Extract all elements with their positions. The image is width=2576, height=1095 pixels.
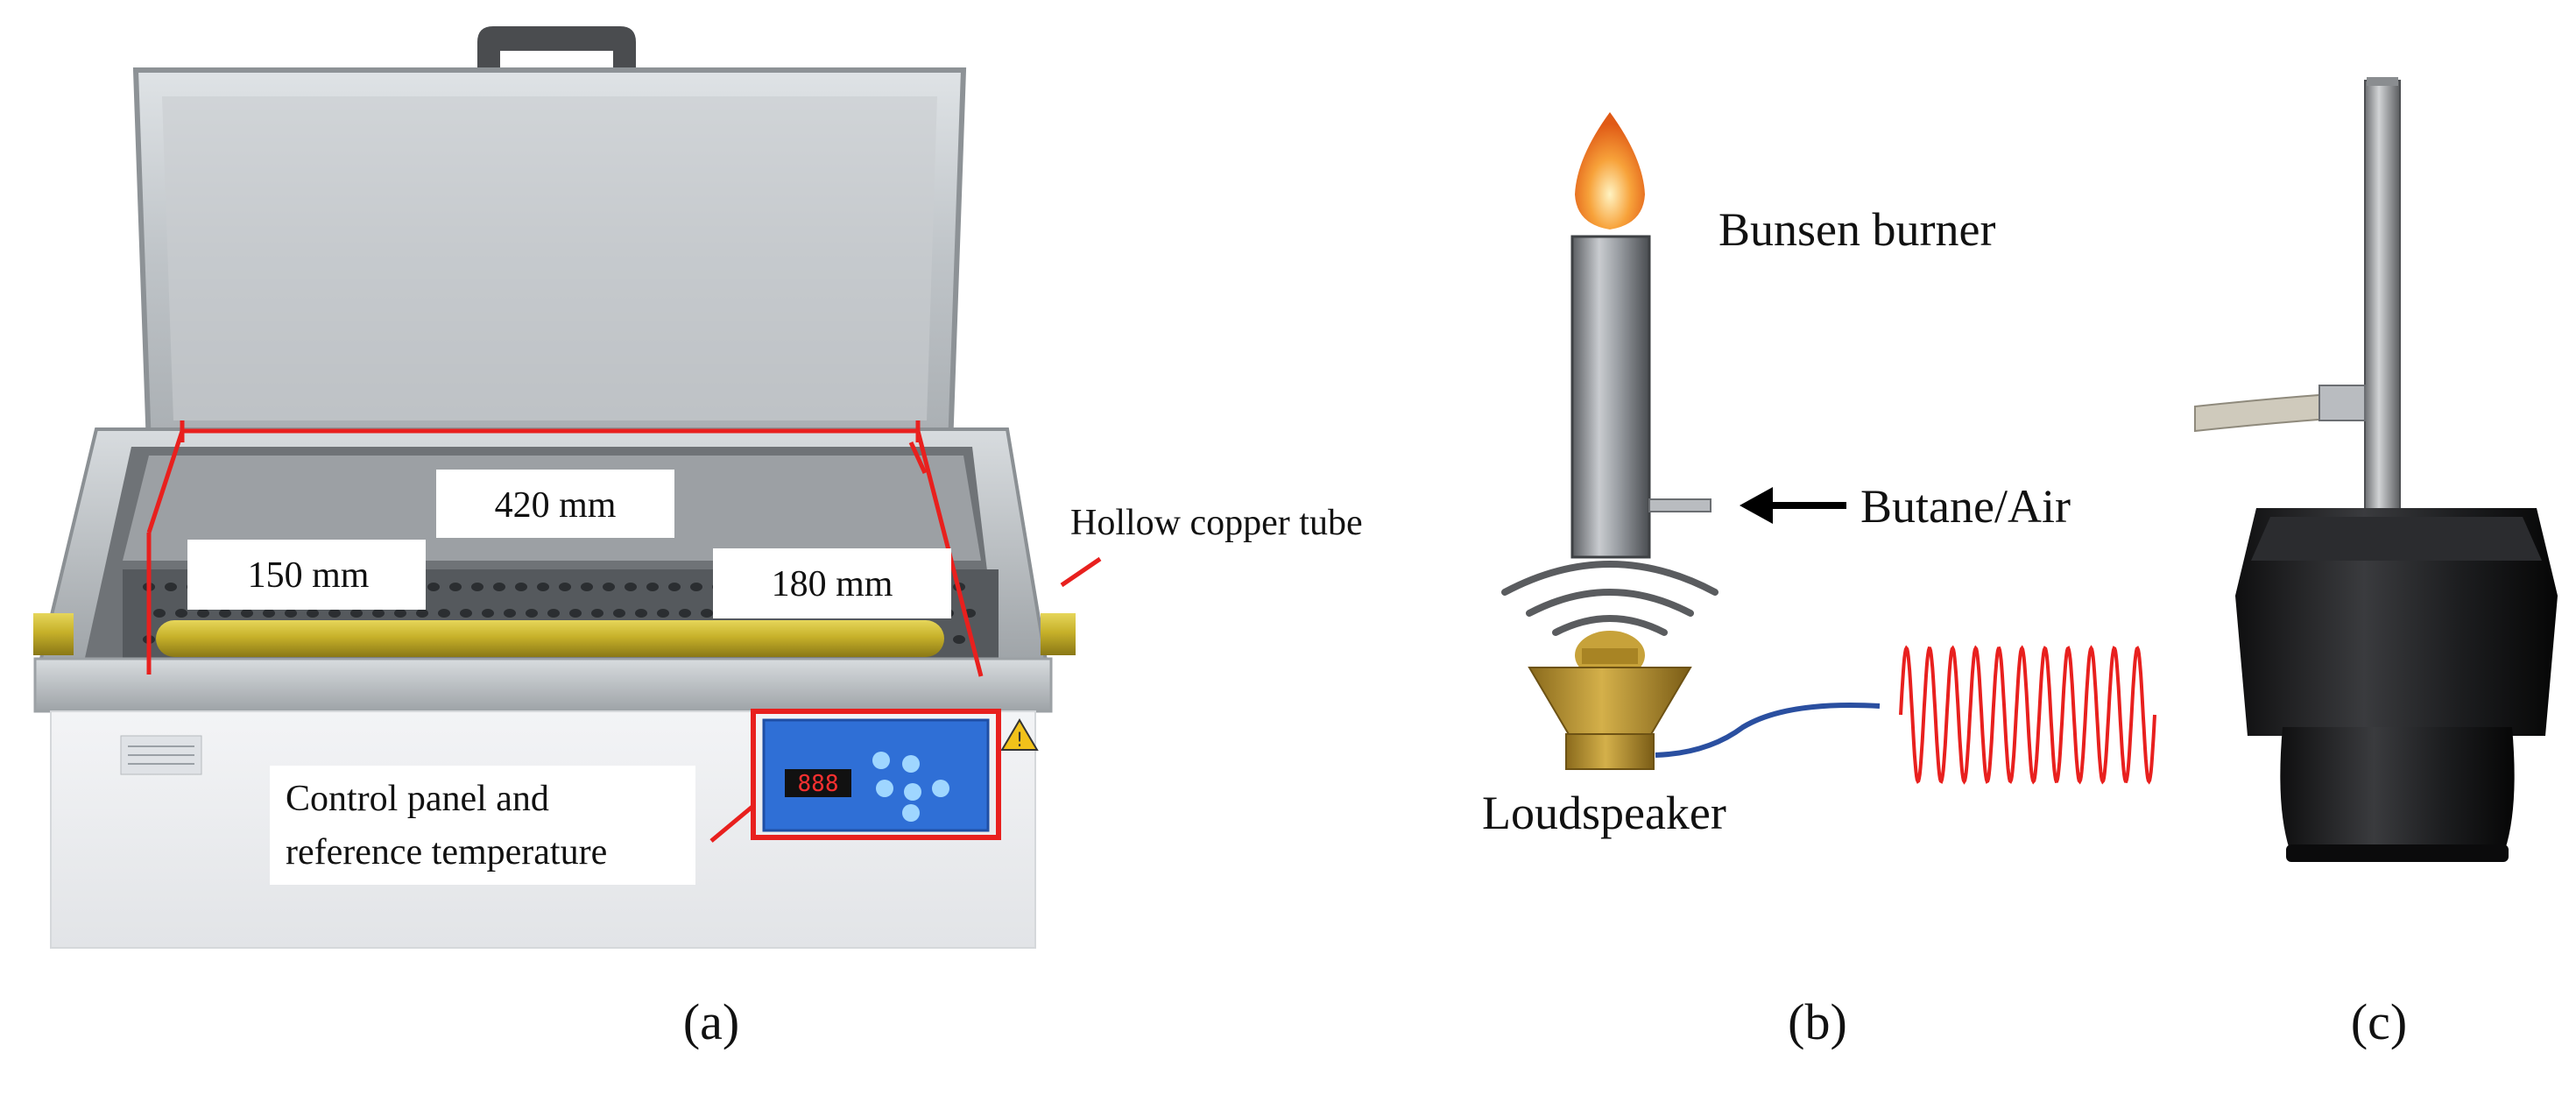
tray-hole [559, 583, 571, 591]
tray-hole [482, 609, 494, 618]
tray-hole [657, 609, 669, 618]
tray-hole [581, 583, 593, 591]
tray-hole [701, 609, 713, 618]
dim-180-label: 180 mm [772, 564, 893, 604]
warning-icon [1000, 718, 1039, 751]
tray-hole [547, 609, 560, 618]
dim-180-box [713, 548, 951, 618]
tray-hole [197, 609, 209, 618]
tray-hole [175, 609, 187, 618]
tray-hole [460, 609, 472, 618]
bath-front-lip [33, 657, 1053, 713]
tray-hole [953, 635, 965, 644]
tray-hole [241, 609, 253, 618]
tray-hole [690, 583, 702, 591]
dim-150-label: 150 mm [248, 555, 370, 596]
lid-handle-icon [477, 26, 636, 81]
tray-hole [635, 609, 647, 618]
sound-waves-icon [1501, 561, 1719, 636]
tray-hole [668, 583, 681, 591]
dim-420-box [436, 470, 674, 538]
metal-tube [2364, 80, 2401, 572]
tray-hole [350, 609, 363, 618]
tray-hole [153, 609, 166, 618]
tray-hole [603, 583, 615, 591]
control-panel-display: 888 [798, 771, 839, 797]
tray-hole [427, 583, 440, 591]
gas-inlet [1648, 498, 1711, 512]
tray-hole [307, 609, 319, 618]
tray-hole [646, 583, 659, 591]
svg-text:!: ! [1016, 730, 1024, 752]
hose-fitting [2318, 385, 2366, 421]
tray-hole [493, 583, 505, 591]
control-label-line2: reference temperature [286, 832, 607, 872]
tube-label: Hollow copper tube [1070, 503, 1363, 543]
panel-a-water-bath: ! 888 [33, 26, 1363, 1050]
gas-label: Butane/Air [1860, 480, 2071, 533]
gas-arrow-icon [1740, 487, 1846, 524]
tray-hole [515, 583, 527, 591]
hollow-copper-tube [33, 613, 1076, 657]
speaker-cable [1655, 703, 1881, 758]
panel-c-photo: (c) [2194, 77, 2558, 1050]
tray-hole [438, 609, 450, 618]
tray-hole [613, 609, 625, 618]
caption-a: (a) [683, 993, 739, 1050]
tray-hole [679, 609, 691, 618]
speaker-housing-bottom [2280, 727, 2515, 850]
tray-hole [449, 583, 462, 591]
burner-label: Bunsen burner [1719, 203, 1995, 256]
tray-hole [416, 609, 428, 618]
speaker-label: Loudspeaker [1482, 787, 1726, 839]
control-panel-highlight [751, 709, 1001, 840]
tray-hole [537, 583, 549, 591]
burner-tube [1570, 235, 1651, 559]
signal-wave [1899, 645, 2156, 785]
tray-hole [219, 609, 231, 618]
tray-hole [328, 609, 341, 618]
flame-icon [1575, 112, 1645, 230]
loudspeaker-icon [1528, 631, 1692, 770]
tray-hole [625, 583, 637, 591]
tray-hole [372, 609, 385, 618]
dim-420-label: 420 mm [495, 485, 617, 526]
tray-hole [504, 609, 516, 618]
tray-hole [165, 583, 177, 591]
tray-hole [285, 609, 297, 618]
control-label-box [270, 766, 695, 885]
tray-hole [263, 609, 275, 618]
tray-hole [526, 609, 538, 618]
tray-hole [591, 609, 603, 618]
control-panel: 888 [762, 718, 990, 832]
speaker-housing-top [2235, 508, 2558, 736]
caption-c: (c) [2351, 993, 2407, 1050]
tray-hole [569, 609, 582, 618]
panel-b-schematic: Bunsen burner Butane/Air Loudspeaker (b) [1482, 112, 2156, 1050]
caption-b: (b) [1788, 993, 1847, 1050]
tray-hole [471, 583, 483, 591]
tray-hole [394, 609, 406, 618]
control-label-line1: Control panel and [286, 779, 549, 819]
dim-150-box [187, 540, 426, 610]
